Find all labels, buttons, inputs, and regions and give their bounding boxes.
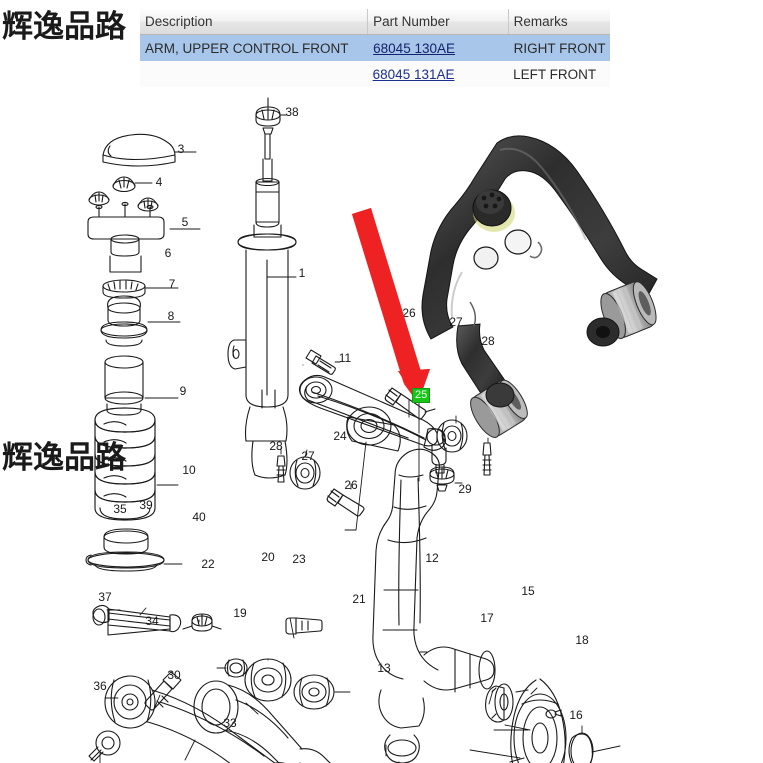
part-18-shape	[568, 732, 594, 763]
callout-number: 22	[201, 557, 215, 571]
callout-number: 4	[156, 175, 163, 189]
part-23-shape	[285, 617, 323, 635]
part-28-shape	[482, 442, 492, 476]
callout-number: 20	[261, 550, 275, 564]
cell-part-number[interactable]: 68045 130AE	[367, 34, 509, 61]
part-1-shape	[227, 133, 297, 479]
part-40-shape	[182, 613, 222, 632]
part-27-shape	[436, 419, 468, 453]
part-9-shape	[94, 407, 156, 521]
part-30-shape	[104, 675, 286, 763]
table-header-row: Description Part Number Remarks	[140, 9, 610, 35]
red-arrow-annotation	[352, 208, 430, 403]
cell-description: ARM, UPPER CONTROL FRONT	[140, 34, 369, 61]
part-number-link[interactable]: 68045 131AE	[372, 66, 455, 82]
part-4c-shape	[137, 197, 159, 212]
part-29-shape	[429, 466, 455, 492]
part-12-shape	[372, 448, 496, 763]
part-26b-shape	[326, 488, 365, 517]
callout-number: 33	[223, 716, 237, 730]
part-3-shape	[102, 133, 176, 167]
part-28b-shape	[276, 455, 286, 483]
callout-number: 23	[292, 552, 306, 566]
callout-number: 7	[169, 277, 176, 291]
callout-number: 39	[139, 498, 153, 512]
callout-number: 10	[182, 463, 196, 477]
callout-number: 26	[402, 306, 416, 320]
part-number-link[interactable]: 68045 130AE	[373, 40, 455, 56]
part-10-shape	[85, 528, 165, 572]
callout-number: 28	[269, 439, 283, 453]
part-7-shape	[100, 295, 148, 347]
part-11-shape	[302, 349, 336, 375]
callout-number: 13	[377, 661, 391, 675]
cell-remarks: LEFT FRONT	[508, 61, 610, 87]
column-header-part-number[interactable]: Part Number	[367, 9, 509, 35]
callout-number: 9	[180, 384, 187, 398]
callout-number: 12	[425, 551, 439, 565]
callout-number: 1	[299, 266, 306, 280]
cell-remarks: RIGHT FRONT	[508, 34, 611, 61]
column-header-remarks[interactable]: Remarks	[508, 9, 610, 35]
part-16-shape	[545, 709, 562, 719]
part-38-shape	[255, 97, 281, 135]
column-header-description[interactable]: Description	[140, 9, 369, 35]
part-15-shape	[509, 678, 567, 763]
parts-table-body: ARM, UPPER CONTROL FRONT 68045 130AE RIG…	[140, 34, 611, 87]
callout-number: 16	[569, 708, 583, 722]
callout-number: 35	[113, 502, 127, 516]
callout-number: 15	[521, 584, 535, 598]
part-22-shape	[224, 658, 248, 678]
callout-number: 37	[98, 590, 112, 604]
callout-number: 30	[167, 668, 181, 682]
callout-number: 5	[182, 215, 189, 229]
callout-number: 40	[192, 510, 206, 524]
callout-number: 11	[339, 351, 352, 365]
table-row[interactable]: 68045 131AE LEFT FRONT	[140, 61, 610, 87]
callout-number: 27	[449, 315, 463, 329]
part-19-shape	[193, 680, 331, 763]
callout-number: 28	[481, 334, 495, 348]
callout-number: 38	[285, 105, 299, 119]
callout-number: 18	[575, 633, 589, 647]
part-8-shape	[104, 355, 144, 416]
part-39-shape	[92, 604, 182, 636]
highlighted-callout-25: 25	[412, 388, 431, 403]
parts-table-header: Description Part Number Remarks	[140, 9, 610, 35]
callout-number: 29	[458, 482, 472, 496]
callout-number: 19	[233, 606, 247, 620]
callout-number: 34	[145, 614, 159, 628]
callout-number: 27	[301, 449, 315, 463]
callout-number: 26	[344, 478, 358, 492]
callout-number: 17	[480, 611, 494, 625]
callout-number: 6	[165, 246, 172, 260]
part-6-shape	[102, 279, 146, 299]
watermark-top: 辉逸品路	[2, 9, 126, 45]
control-arm-photo	[421, 135, 658, 438]
table-row[interactable]: ARM, UPPER CONTROL FRONT 68045 130AE RIG…	[140, 34, 611, 61]
part-26-shape	[384, 387, 436, 420]
part-36-shape	[88, 730, 121, 762]
callout-number: 8	[168, 309, 175, 323]
part-34-shape	[144, 671, 182, 711]
part-25-shape	[298, 374, 447, 474]
cell-part-number[interactable]: 68045 131AE	[367, 61, 509, 87]
part-5-shape	[87, 201, 165, 273]
part-4b-shape	[88, 191, 110, 206]
callout-number: 3	[178, 142, 185, 156]
callout-number: 24	[333, 429, 347, 443]
callout-number: 21	[352, 592, 366, 606]
part-20-shape	[244, 658, 292, 702]
parts-table: Description Part Number Remarks ARM, UPP…	[140, 9, 611, 87]
part-4-shape	[112, 176, 136, 193]
callout-number: 36	[93, 679, 107, 693]
part-21-shape	[293, 674, 335, 710]
cell-description	[140, 61, 368, 87]
